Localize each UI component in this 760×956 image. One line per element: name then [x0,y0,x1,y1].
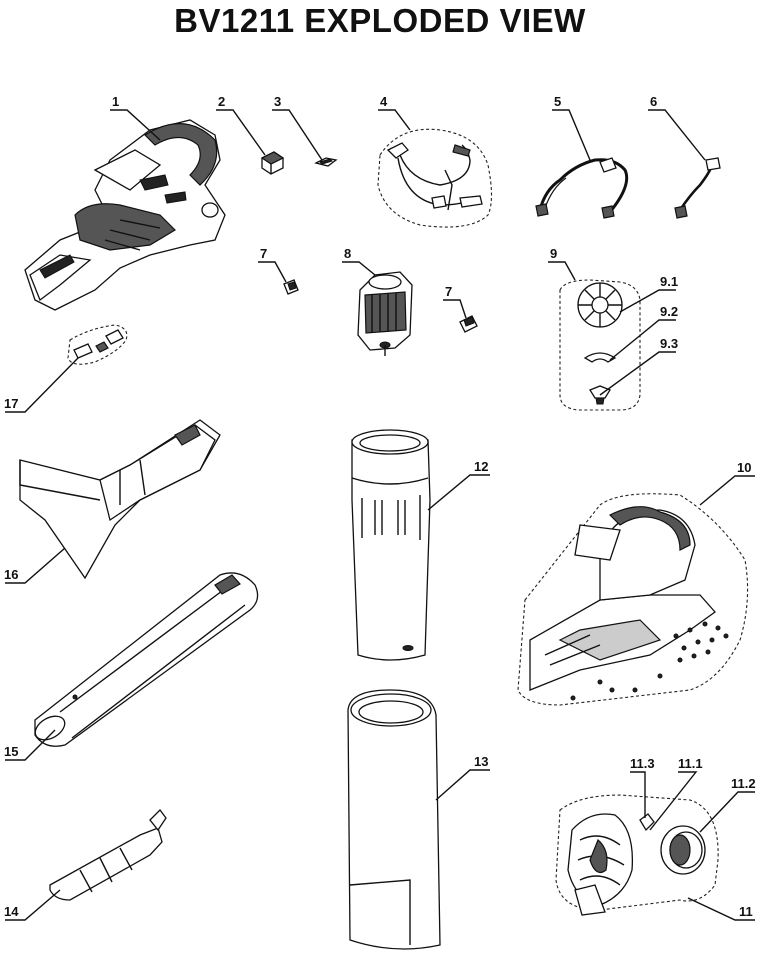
label-13: 13 [474,754,488,769]
page-title: BV1211 EXPLODED VIEW [174,2,586,39]
part-9-fan-group [559,279,641,411]
part-10-assembly [517,493,749,706]
part-7-brush-left [283,279,299,295]
label-6: 6 [650,94,657,109]
part-15-long-tube [34,572,259,747]
part-12-tube [351,429,431,661]
label-7-left: 7 [260,246,267,261]
label-2: 2 [218,94,225,109]
callout-labels: 1 2 3 4 5 6 7 8 7 9 9.1 9.2 9.3 17 12 10… [4,94,756,919]
label-9-3: 9.3 [660,336,678,351]
label-11: 11 [739,904,753,919]
part-2-switch [260,151,285,175]
part-17-switch-set [67,324,128,365]
part-4-wiring [377,128,493,228]
label-12: 12 [474,459,488,474]
part-3-clip [314,157,338,167]
label-9-2: 9.2 [660,304,678,319]
label-9-1: 9.1 [660,274,678,289]
label-11-1: 11.1 [678,756,703,771]
label-4: 4 [380,94,388,109]
part-7-brush-right [459,315,478,333]
part-5-cable [535,157,629,219]
label-11-2: 11.2 [731,776,756,791]
leader-lines [5,109,755,921]
label-17: 17 [4,396,18,411]
part-8-motor [357,271,413,356]
part-11-inlet-cover-group [555,794,719,916]
label-8: 8 [344,246,351,261]
label-9: 9 [550,246,557,261]
label-1: 1 [112,94,119,109]
part-14-narrow-nozzle [49,809,167,901]
label-16: 16 [4,567,18,582]
label-3: 3 [274,94,281,109]
part-16-wide-nozzle [19,419,221,580]
part-13-collection-tube [347,689,441,950]
label-10: 10 [737,460,751,475]
label-7-right: 7 [445,284,452,299]
label-15: 15 [4,744,18,759]
label-11-3: 11.3 [630,756,655,771]
label-14: 14 [4,904,19,919]
part-1-housing [24,119,226,311]
part-6-cable [674,157,721,219]
label-5: 5 [554,94,561,109]
